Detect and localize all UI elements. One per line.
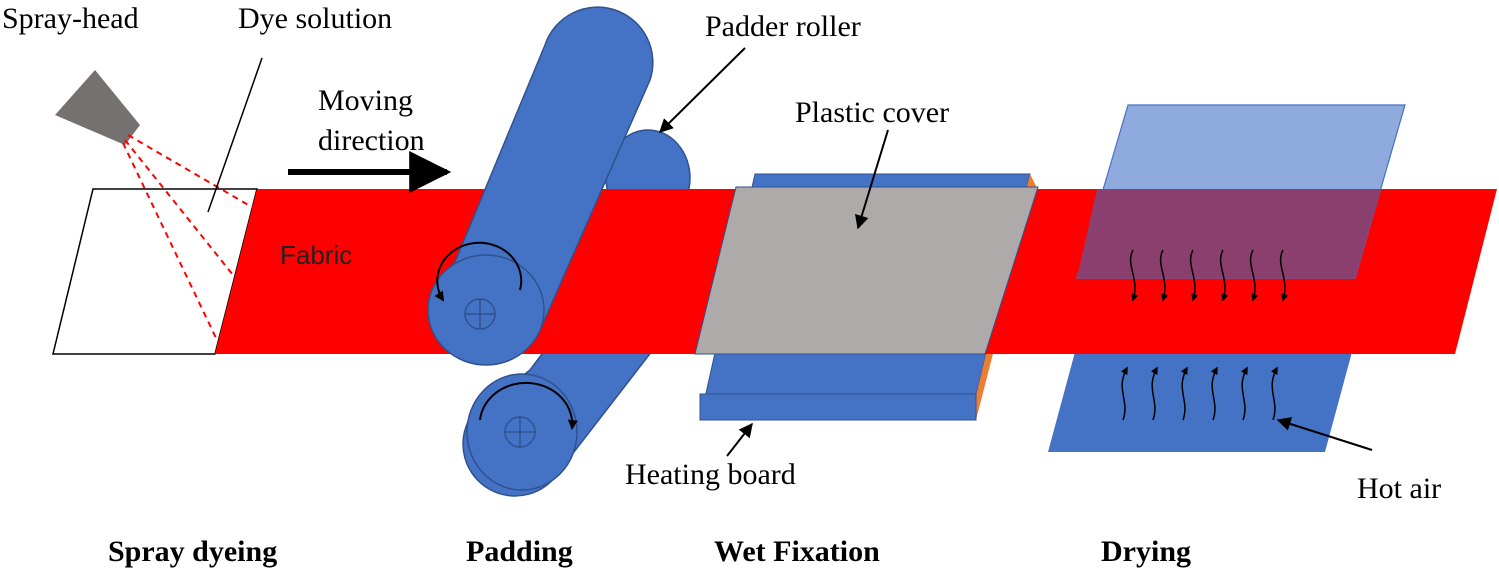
spray-head-label: Spray-head [2,2,139,35]
hot-air-label: Hot air [1357,472,1441,505]
padder-roller-leader [659,47,746,133]
fabric-label: Fabric [280,240,352,270]
dye-solution-label: Dye solution [238,2,392,35]
hot-air-arrows-bottom [1120,366,1278,421]
dye-solution-leader [207,57,263,213]
heating-board-label: Heating board [625,458,796,491]
moving-direction-label-1: Moving [318,84,413,117]
spray-lines [122,134,258,339]
stage-wet-fixation: Wet Fixation [714,535,880,568]
lower-roller-rotation [479,381,578,448]
spray-head-icon [55,70,140,145]
upper-roller-rotation [434,241,523,330]
heating-board-leader [726,422,753,457]
hot-air-leader [1276,417,1373,451]
plastic-cover-label: Plastic cover [795,96,949,129]
upper-padder-roller [427,6,654,366]
drying-overlap [1077,189,1381,278]
plastic-cover-leader [854,129,889,230]
stage-padding: Padding [466,535,573,568]
stage-spray-dyeing: Spray dyeing [108,535,277,568]
hot-air-arrows-top [1129,249,1289,302]
stage-drying: Drying [1101,535,1191,568]
plastic-cover [694,186,1039,355]
padder-roller-label: Padder roller [705,10,861,43]
moving-direction-label-2: direction [318,124,425,157]
drying-bottom-plate [1048,352,1352,452]
